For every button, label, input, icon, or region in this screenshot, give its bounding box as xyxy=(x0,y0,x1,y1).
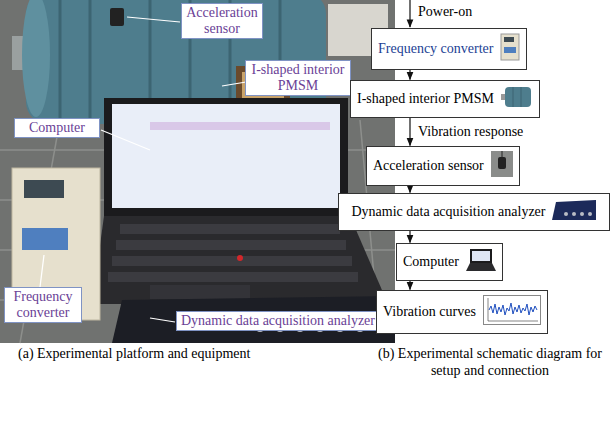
node-text: I-shaped interior PMSM xyxy=(357,91,494,107)
flow-arrow xyxy=(409,281,410,290)
device-icon xyxy=(466,248,496,276)
device-icon-graphic xyxy=(500,33,520,61)
input-arrow xyxy=(409,0,410,27)
process-box: Computer xyxy=(396,243,503,281)
flow-arrow xyxy=(409,186,410,193)
device-icon xyxy=(491,151,513,181)
callout-box: Frequency converter xyxy=(4,287,82,323)
callout-box: Dynamic data acquisition analyzer xyxy=(176,311,380,331)
experimental-photo xyxy=(0,0,395,343)
device-icon xyxy=(501,85,533,113)
node-text: Computer xyxy=(19,120,95,136)
node-text: I-shaped interior PMSM xyxy=(250,62,346,94)
callout-box: Acceleration sensor xyxy=(181,3,263,39)
callout-box: I-shaped interior PMSM xyxy=(245,60,351,96)
node-text: Acceleration sensor xyxy=(373,158,484,174)
input-label: Power-on xyxy=(418,4,472,21)
process-box: Dynamic data acquisition analyzer xyxy=(338,193,610,231)
flow-arrow xyxy=(409,118,410,146)
device-icon xyxy=(500,33,520,65)
node-text: Dynamic data acquisition analyzer xyxy=(181,313,375,329)
node-text: Computer xyxy=(403,254,459,270)
flow-arrow xyxy=(409,231,410,243)
device-icon xyxy=(552,198,596,226)
node-text: Frequency converter xyxy=(378,41,493,57)
device-icon-graphic xyxy=(501,85,533,109)
process-box: Vibration curves xyxy=(376,290,548,334)
node-text: Acceleration sensor xyxy=(186,5,258,37)
device-icon xyxy=(483,295,541,329)
flow-arrow xyxy=(409,70,410,80)
device-icon-graphic xyxy=(491,151,513,177)
device-icon-graphic xyxy=(552,198,596,222)
node-text: Dynamic data acquisition analyzer xyxy=(352,204,546,220)
process-box: I-shaped interior PMSM xyxy=(350,80,540,118)
edge-label: Vibration response xyxy=(416,124,525,140)
caption: (b) Experimental schematic diagram for s… xyxy=(370,346,610,380)
caption: (a) Experimental platform and equipment xyxy=(18,346,250,363)
device-icon-graphic xyxy=(466,248,496,272)
process-box: Frequency converter xyxy=(371,28,527,70)
node-text: Frequency converter xyxy=(9,289,77,321)
node-text: Vibration curves xyxy=(383,304,476,320)
process-box: Acceleration sensor xyxy=(366,146,520,186)
device-icon-graphic xyxy=(483,295,541,325)
callout-box: Computer xyxy=(14,118,100,138)
